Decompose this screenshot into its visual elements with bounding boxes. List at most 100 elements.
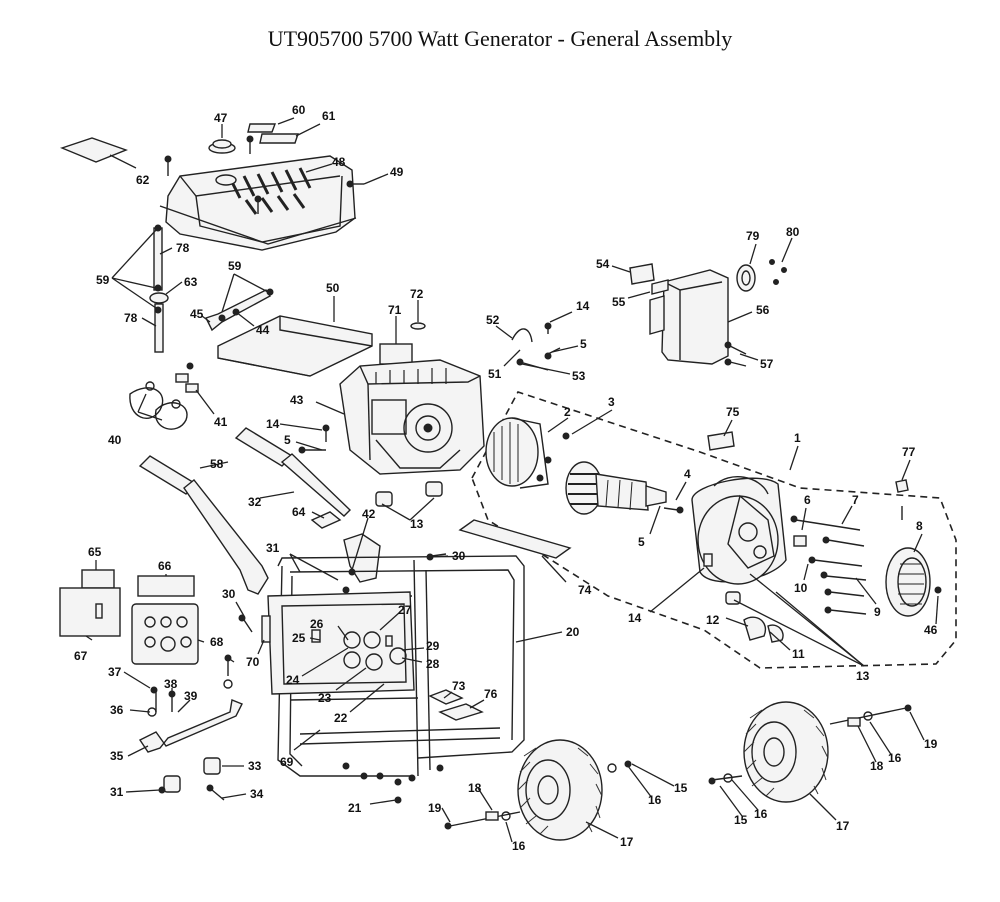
handle-bracket xyxy=(342,533,381,594)
callout-9: 9 xyxy=(874,605,881,619)
callout-17: 17 xyxy=(836,819,850,833)
spark-arrestor xyxy=(736,259,787,292)
callout-labels: 1 2 3 4 5 5 5 6 7 8 9 10 11 12 13 13 14 … xyxy=(74,103,938,853)
callout-49: 49 xyxy=(390,165,404,179)
handle-assembly xyxy=(138,427,351,595)
callout-19: 19 xyxy=(924,737,938,751)
callout-27: 27 xyxy=(398,603,412,617)
callout-20: 20 xyxy=(566,625,580,639)
callout-8: 8 xyxy=(916,519,923,533)
callout-41: 41 xyxy=(214,415,228,429)
callout-73: 73 xyxy=(452,679,466,693)
callout-14: 14 xyxy=(628,611,642,625)
callout-13: 13 xyxy=(410,517,424,531)
frame-screws xyxy=(238,553,447,633)
callout-17: 17 xyxy=(620,835,634,849)
callout-58: 58 xyxy=(210,457,224,471)
tank-screws xyxy=(164,135,364,214)
fuel-cap xyxy=(208,139,236,154)
end-cover xyxy=(885,547,942,617)
tank-bracket xyxy=(205,288,274,332)
callout-72: 72 xyxy=(410,287,424,301)
plug-77 xyxy=(895,479,909,493)
generator-housing xyxy=(691,476,787,585)
wheel-right xyxy=(743,701,829,803)
callout-37: 37 xyxy=(108,665,122,679)
callout-57: 57 xyxy=(760,357,774,371)
rotor xyxy=(565,461,667,515)
callout-35: 35 xyxy=(110,749,124,763)
callout-32: 32 xyxy=(248,495,262,509)
callout-39: 39 xyxy=(184,689,198,703)
diagram-title: UT905700 5700 Watt Generator - General A… xyxy=(267,26,733,51)
callout-23: 23 xyxy=(318,691,332,705)
foot-bracket xyxy=(138,654,243,801)
label-76 xyxy=(438,703,484,721)
callout-5: 5 xyxy=(638,535,645,549)
engine-mounts xyxy=(375,481,443,507)
callout-28: 28 xyxy=(426,657,440,671)
callout-54: 54 xyxy=(596,257,610,271)
stator-housing xyxy=(485,417,549,489)
fuel-labels xyxy=(247,123,299,144)
callout-18: 18 xyxy=(870,759,884,773)
battery-tray xyxy=(217,315,373,377)
callout-26: 26 xyxy=(310,617,324,631)
left-axle xyxy=(444,760,632,830)
axle-hardware xyxy=(342,762,444,804)
muffler-gasket xyxy=(629,263,655,285)
callout-62: 62 xyxy=(136,173,150,187)
callout-68: 68 xyxy=(210,635,224,649)
callout-7: 7 xyxy=(852,493,859,507)
muffler-screws xyxy=(724,341,747,367)
label-71 xyxy=(379,343,413,365)
callout-22: 22 xyxy=(334,711,348,725)
callout-48: 48 xyxy=(332,155,346,169)
callout-2: 2 xyxy=(564,405,571,419)
callout-74: 74 xyxy=(578,583,592,597)
callout-50: 50 xyxy=(326,281,340,295)
callout-71: 71 xyxy=(388,303,402,317)
callout-46: 46 xyxy=(924,623,938,637)
callout-61: 61 xyxy=(322,109,336,123)
callout-80: 80 xyxy=(786,225,800,239)
callout-34: 34 xyxy=(250,787,264,801)
callout-47: 47 xyxy=(214,111,228,125)
callout-43: 43 xyxy=(290,393,304,407)
fuel-line xyxy=(149,227,169,353)
callout-77: 77 xyxy=(902,445,916,459)
fittings xyxy=(175,362,199,393)
right-axle xyxy=(708,704,912,785)
callout-1: 1 xyxy=(794,431,801,445)
callout-63: 63 xyxy=(184,275,198,289)
callout-79: 79 xyxy=(746,229,760,243)
bushing-70 xyxy=(261,615,271,643)
callout-5: 5 xyxy=(580,337,587,351)
callout-66: 66 xyxy=(158,559,172,573)
callout-18: 18 xyxy=(468,781,482,795)
callout-36: 36 xyxy=(110,703,124,717)
callout-25: 25 xyxy=(292,631,306,645)
label-74 xyxy=(458,519,572,559)
thru-bolt xyxy=(663,506,684,514)
bolt-set xyxy=(790,515,867,615)
callout-14: 14 xyxy=(266,417,280,431)
callout-12: 12 xyxy=(706,613,720,627)
leader-lines xyxy=(85,117,939,843)
callout-4: 4 xyxy=(684,467,691,481)
callout-30: 30 xyxy=(452,549,466,563)
callout-13: 13 xyxy=(856,669,870,683)
panel-plates xyxy=(59,569,199,665)
callout-45: 45 xyxy=(190,307,204,321)
alternator-enclosure xyxy=(471,391,957,669)
callout-44: 44 xyxy=(256,323,270,337)
callout-51: 51 xyxy=(488,367,502,381)
hose-clamps xyxy=(154,224,162,314)
callout-53: 53 xyxy=(572,369,586,383)
callout-38: 38 xyxy=(164,677,178,691)
callout-65: 65 xyxy=(88,545,102,559)
callout-78: 78 xyxy=(176,241,190,255)
callout-76: 76 xyxy=(484,687,498,701)
callout-31: 31 xyxy=(110,785,124,799)
